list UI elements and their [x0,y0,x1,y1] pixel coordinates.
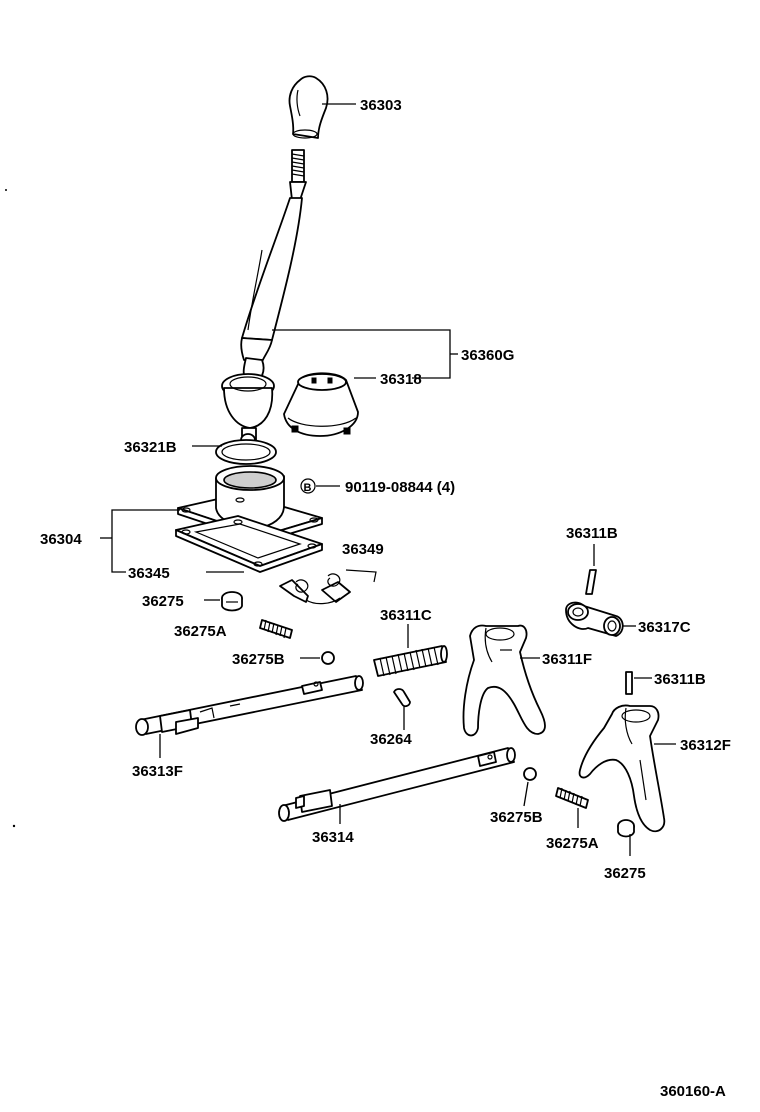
scan-dot [12,824,16,828]
coil-spring-c[interactable] [373,645,448,677]
label-36275b-top: 36275B [232,651,285,668]
label-36275-top: 36275 [142,593,184,610]
label-90119-08844: 90119-08844 (4) [345,479,455,496]
label-36275-bottom: 36275 [604,865,646,882]
pin-top[interactable] [585,569,597,595]
shift-boot[interactable] [283,372,359,437]
label-36304: 36304 [40,531,82,548]
label-36275b-bottom: 36275B [490,809,543,826]
plug-top[interactable] [221,591,243,612]
shift-knob[interactable] [288,75,329,139]
shift-shaft-f[interactable] [135,675,364,736]
o-ring[interactable] [215,439,277,465]
label-36314: 36314 [312,829,354,846]
scan-dot [5,189,7,191]
label-36275a-bottom: 36275A [546,835,599,852]
plug-bottom[interactable] [617,819,635,838]
label-36313f: 36313F [132,763,183,780]
bolt-symbol-letter: B [304,482,312,494]
gasket[interactable] [175,515,323,573]
label-36311b-right: 36311B [654,671,706,688]
shift-fork-312f[interactable] [578,704,666,833]
label-36311c: 36311C [380,607,432,624]
label-36303: 36303 [360,97,402,114]
label-36318: 36318 [380,371,422,388]
key[interactable] [393,688,411,708]
label-36321b: 36321B [124,439,177,456]
label-36317c: 36317C [638,619,691,636]
label-36345: 36345 [128,565,170,582]
shift-fork-f[interactable] [462,624,546,737]
label-36311b-top: 36311B [566,525,618,542]
shift-head-c[interactable] [565,601,624,637]
drawing-code: 360160-A [660,1083,726,1100]
pin-right[interactable] [625,671,633,695]
detent-spring-top[interactable] [259,619,293,639]
detent-ball-bottom[interactable] [523,767,537,781]
return-springs[interactable] [279,569,377,605]
label-36312f: 36312F [680,737,731,754]
label-36275a-top: 36275A [174,623,227,640]
label-36264: 36264 [370,731,412,748]
bolt-symbol: B [300,478,316,494]
label-36360g: 36360G [461,347,514,364]
shift-shaft-314[interactable] [278,747,516,822]
detent-spring-bottom[interactable] [555,787,589,809]
label-36311f: 36311F [542,651,592,668]
label-36349: 36349 [342,541,384,558]
shift-lever[interactable] [221,149,307,459]
detent-ball-top[interactable] [321,651,335,665]
